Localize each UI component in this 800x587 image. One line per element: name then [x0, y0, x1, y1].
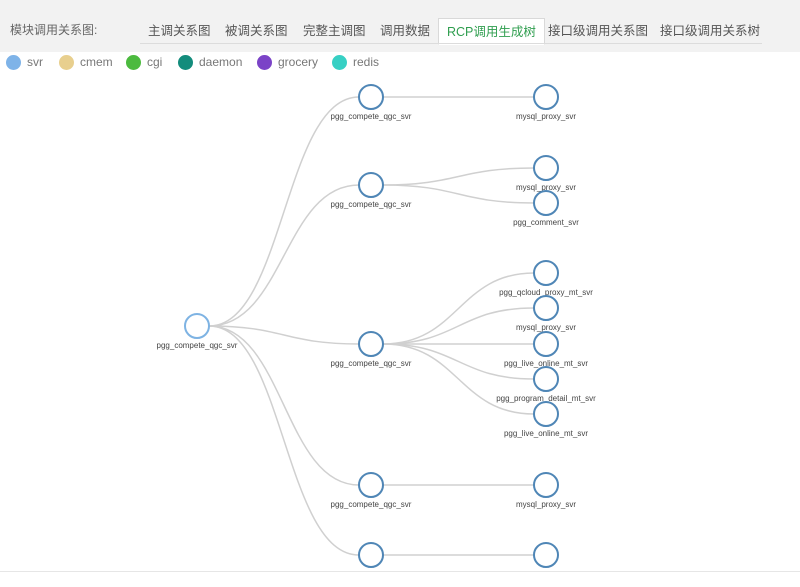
- tree-node[interactable]: pgg_qcloud_proxy_mt_svr: [499, 260, 593, 297]
- node-circle[interactable]: [184, 313, 210, 339]
- node-circle[interactable]: [358, 472, 384, 498]
- node-circle[interactable]: [533, 190, 559, 216]
- tab-rcp-call-tree[interactable]: RCP调用生成树: [438, 18, 545, 45]
- node-circle[interactable]: [533, 260, 559, 286]
- node-label: mysql_proxy_svr: [516, 323, 576, 332]
- tab-callee-graph[interactable]: 被调关系图: [225, 24, 288, 38]
- legend-item-svr[interactable]: svr: [6, 53, 43, 71]
- tree-node[interactable]: pgg_compete_qgc_svr: [331, 84, 412, 121]
- tree-link: [382, 343, 535, 415]
- node-label: pgg_compete_qgc_svr: [157, 341, 238, 350]
- legend-label: daemon: [199, 55, 243, 69]
- tree-node[interactable]: pgg_program_detail_mt_svr: [496, 366, 596, 403]
- legend-item-cmem[interactable]: cmem: [59, 53, 113, 71]
- tree-node[interactable]: pgg_live_online_mt_svr: [504, 331, 588, 368]
- node-label: pgg_live_online_mt_svr: [504, 429, 588, 438]
- tree-node[interactable]: [533, 542, 559, 568]
- node-label: mysql_proxy_svr: [516, 183, 576, 192]
- tree-link: [208, 325, 360, 345]
- tree-link: [382, 307, 535, 345]
- legend-item-daemon[interactable]: daemon: [178, 53, 242, 71]
- node-circle[interactable]: [358, 172, 384, 198]
- legend-dot: [178, 54, 193, 70]
- legend-label: redis: [353, 55, 380, 69]
- node-label: pgg_qcloud_proxy_mt_svr: [499, 288, 593, 297]
- legend-item-redis[interactable]: redis: [332, 53, 379, 71]
- tree-node[interactable]: mysql_proxy_svr: [516, 155, 576, 192]
- node-label: pgg_compete_qgc_svr: [331, 359, 412, 368]
- tab-call-data[interactable]: 调用数据: [380, 24, 431, 38]
- legend-label: svr: [27, 55, 43, 69]
- tree-link: [382, 343, 535, 380]
- legend-label: cgi: [147, 55, 163, 69]
- node-circle[interactable]: [533, 295, 559, 321]
- tree-links: [208, 96, 535, 556]
- tree-node[interactable]: pgg_compete_qgc_svr: [331, 172, 412, 209]
- legend-dot: [59, 54, 74, 70]
- legend-dot: [126, 54, 141, 70]
- tree-node[interactable]: mysql_proxy_svr: [516, 472, 576, 509]
- tree-link: [208, 96, 360, 327]
- legend-label: grocery: [278, 55, 319, 69]
- tree-node[interactable]: mysql_proxy_svr: [516, 84, 576, 121]
- legend-label: cmem: [80, 55, 113, 69]
- node-circle[interactable]: [533, 84, 559, 110]
- tab-interface-call-tree[interactable]: 接口级调用关系树: [660, 24, 761, 38]
- legend-dot: [332, 54, 347, 70]
- node-circle[interactable]: [533, 366, 559, 392]
- tab-caller-graph[interactable]: 主调关系图: [148, 24, 211, 38]
- tab-full-caller-graph[interactable]: 完整主调图: [303, 24, 366, 38]
- tree-link: [208, 325, 360, 486]
- node-label: pgg_program_detail_mt_svr: [496, 394, 596, 403]
- tree-link: [382, 184, 535, 204]
- tree-node[interactable]: mysql_proxy_svr: [516, 295, 576, 332]
- node-label: pgg_comment_svr: [513, 218, 579, 227]
- node-label: pgg_compete_qgc_svr: [331, 200, 412, 209]
- tree-link: [208, 184, 360, 327]
- node-circle[interactable]: [358, 542, 384, 568]
- module-graph-label: 模块调用关系图:: [10, 23, 98, 37]
- legend-item-grocery[interactable]: grocery: [257, 53, 318, 71]
- tree-node[interactable]: pgg_comment_svr: [513, 190, 579, 227]
- node-label: mysql_proxy_svr: [516, 112, 576, 121]
- legend-item-cgi[interactable]: cgi: [126, 53, 162, 71]
- tree-node[interactable]: pgg_compete_qgc_svr: [331, 331, 412, 368]
- node-circle[interactable]: [358, 331, 384, 357]
- node-circle[interactable]: [533, 401, 559, 427]
- legend-dot: [6, 54, 21, 70]
- tabs-underline: [140, 43, 762, 44]
- node-circle[interactable]: [533, 155, 559, 181]
- bottom-divider: [0, 571, 800, 572]
- tree-node[interactable]: [358, 542, 384, 568]
- tree-node[interactable]: pgg_compete_qgc_svr: [331, 472, 412, 509]
- tree-link: [208, 325, 360, 556]
- legend-dot: [257, 54, 272, 70]
- node-label: pgg_live_online_mt_svr: [504, 359, 588, 368]
- node-circle[interactable]: [533, 331, 559, 357]
- node-label: pgg_compete_qgc_svr: [331, 112, 412, 121]
- node-label: mysql_proxy_svr: [516, 500, 576, 509]
- tree-link: [382, 272, 535, 345]
- tree-link: [382, 167, 535, 186]
- tab-interface-call-graph[interactable]: 接口级调用关系图: [548, 24, 649, 38]
- node-circle[interactable]: [533, 542, 559, 568]
- node-circle[interactable]: [533, 472, 559, 498]
- node-label: pgg_compete_qgc_svr: [331, 500, 412, 509]
- tree-root-node[interactable]: pgg_compete_qgc_svr: [157, 313, 238, 350]
- node-circle[interactable]: [358, 84, 384, 110]
- tree-node[interactable]: pgg_live_online_mt_svr: [504, 401, 588, 438]
